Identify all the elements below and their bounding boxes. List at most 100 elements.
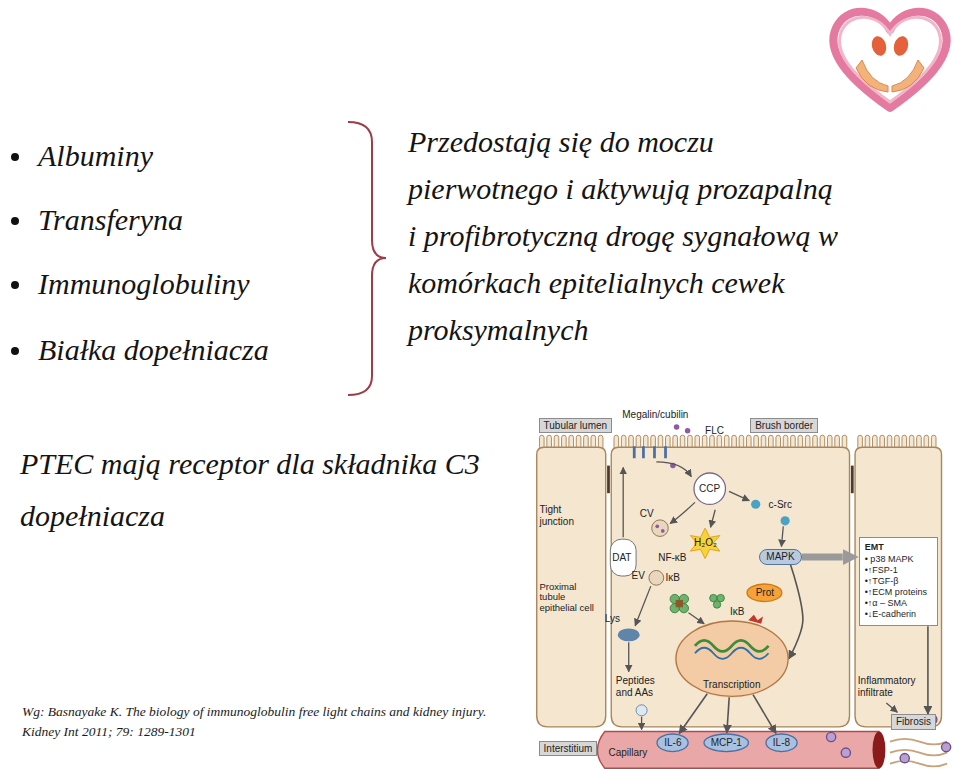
bullet-dot — [11, 153, 19, 161]
node-ellipse — [766, 734, 797, 752]
connector-arrow — [789, 565, 803, 659]
figure-label: Peptides and AAs — [616, 675, 672, 698]
cell-outline — [855, 447, 941, 727]
node-text: Fibrosis — [896, 716, 931, 728]
node-text: •↑α – SMA — [865, 598, 933, 609]
protein-blob: Prot — [746, 583, 783, 603]
node-text: Tubular lumen — [544, 420, 608, 432]
vesicle-circle: CCP — [693, 472, 726, 505]
statement-text: Przedostają się do moczu pierwotnego i a… — [408, 118, 848, 353]
figure-label: c-Src — [769, 499, 792, 511]
h2o2-star — [690, 528, 719, 558]
figure-label: FLC — [705, 425, 724, 437]
kidney-icon — [870, 35, 889, 58]
csrc-dot — [781, 516, 790, 525]
figure-label: Proximal tubule epithelial cell — [539, 582, 603, 615]
pathway-arrows — [623, 462, 897, 730]
label-box: Interstitium — [539, 741, 598, 757]
figure-label: Inflammatory infiltrate — [858, 675, 924, 698]
epithelial-cells — [537, 447, 942, 727]
megalin-receptors — [634, 446, 665, 458]
figure-label: NF-κB — [658, 552, 686, 564]
kidney-icon — [892, 35, 911, 58]
node-text: Brush border — [755, 420, 813, 432]
figure-label: H₂O₂ — [694, 537, 717, 549]
cell-outline — [537, 447, 606, 727]
connector-arrow — [679, 694, 707, 734]
nucleus-ellipse: Transcription — [675, 620, 789, 697]
capillary-tube — [597, 731, 879, 768]
cytokine-oval: IL-8 — [765, 733, 798, 753]
node-text: •↓E-cadherin — [865, 609, 933, 620]
node-text: Interstitium — [544, 743, 593, 755]
node-text: MCP-1 — [711, 737, 742, 749]
bullet-dot — [11, 281, 19, 289]
hand-icon — [856, 60, 888, 92]
tight-junctions — [608, 466, 852, 494]
statement-text: PTEC mają receptor dla składnika C3 dope… — [20, 438, 490, 542]
figure-label: EV — [631, 570, 644, 582]
node-text: •↑TGF-β — [865, 576, 933, 587]
node-text: Transcription — [703, 679, 760, 691]
figure-label: Lys — [605, 613, 620, 625]
connector-arrow — [727, 697, 729, 732]
dna-strand — [695, 648, 769, 659]
cell-outline — [611, 447, 849, 727]
emt-box: EMT• p38 MAPK•↑FSP-1•↑TGF-β•↑ECM protein… — [859, 537, 938, 626]
node-text: EMT — [865, 542, 933, 553]
flc-dots — [670, 424, 690, 468]
cytokine-oval: MCP-1 — [703, 733, 749, 753]
capillary-end — [873, 731, 886, 768]
nfkb-complex — [670, 594, 688, 612]
hand-icon — [892, 60, 924, 92]
connector-arrow — [753, 695, 776, 734]
bullet-item: Białka dopełniacza — [38, 330, 269, 370]
node-text: IL-8 — [773, 737, 790, 749]
node-text: MAPK — [766, 551, 794, 563]
node-ellipse — [704, 734, 748, 752]
nucleus-fill — [675, 620, 789, 697]
cytokine-oval: IL-6 — [656, 733, 689, 753]
connector-arrow — [927, 626, 929, 714]
node-text: Prot — [756, 587, 774, 599]
bullet-item: Albuminy — [38, 136, 153, 176]
csrc-dot — [751, 500, 760, 509]
node-ellipse — [694, 473, 725, 504]
ikb-square — [676, 600, 683, 607]
node-text: CCP — [699, 483, 720, 495]
fibrosis-strands — [890, 739, 947, 767]
citation: Wg: Basnayake K. The biology of immunogl… — [22, 702, 512, 741]
figure-label: CV — [640, 508, 654, 520]
kinase-capsule: MAPK — [759, 549, 801, 565]
lysosome — [618, 628, 640, 641]
node-ellipse — [676, 621, 788, 696]
vesicle — [649, 570, 664, 585]
node-ellipse — [657, 734, 688, 752]
bullet-dot — [11, 347, 19, 355]
curly-bracket — [348, 122, 386, 395]
peptide-dot — [636, 705, 647, 716]
logo-heart — [833, 12, 946, 108]
node-text: • p38 MAPK — [865, 554, 933, 565]
vesicle — [652, 520, 669, 537]
figure-label: Megalin/cubilin — [622, 409, 688, 421]
connector-arrow — [802, 554, 843, 561]
figure-label: IκB — [730, 606, 744, 618]
bullet-item: Transferyna — [38, 200, 183, 240]
figure-label: IκB — [666, 572, 680, 584]
label-box: Brush border — [750, 418, 818, 434]
bullet-dots — [11, 153, 19, 355]
figure-label: Tight junction — [539, 504, 595, 527]
node-text: •↑FSP-1 — [865, 565, 933, 576]
fibrosis-box: Fibrosis — [891, 714, 936, 730]
bullet-dot — [11, 217, 19, 225]
label-box: Tubular lumen — [539, 418, 613, 434]
bullet-item: Immunoglobuliny — [38, 264, 250, 304]
node-text: IL-6 — [664, 737, 681, 749]
heart-outline — [833, 12, 946, 108]
node-text: •↑ECM proteins — [865, 587, 933, 598]
figure-label: Capillary — [608, 747, 647, 759]
